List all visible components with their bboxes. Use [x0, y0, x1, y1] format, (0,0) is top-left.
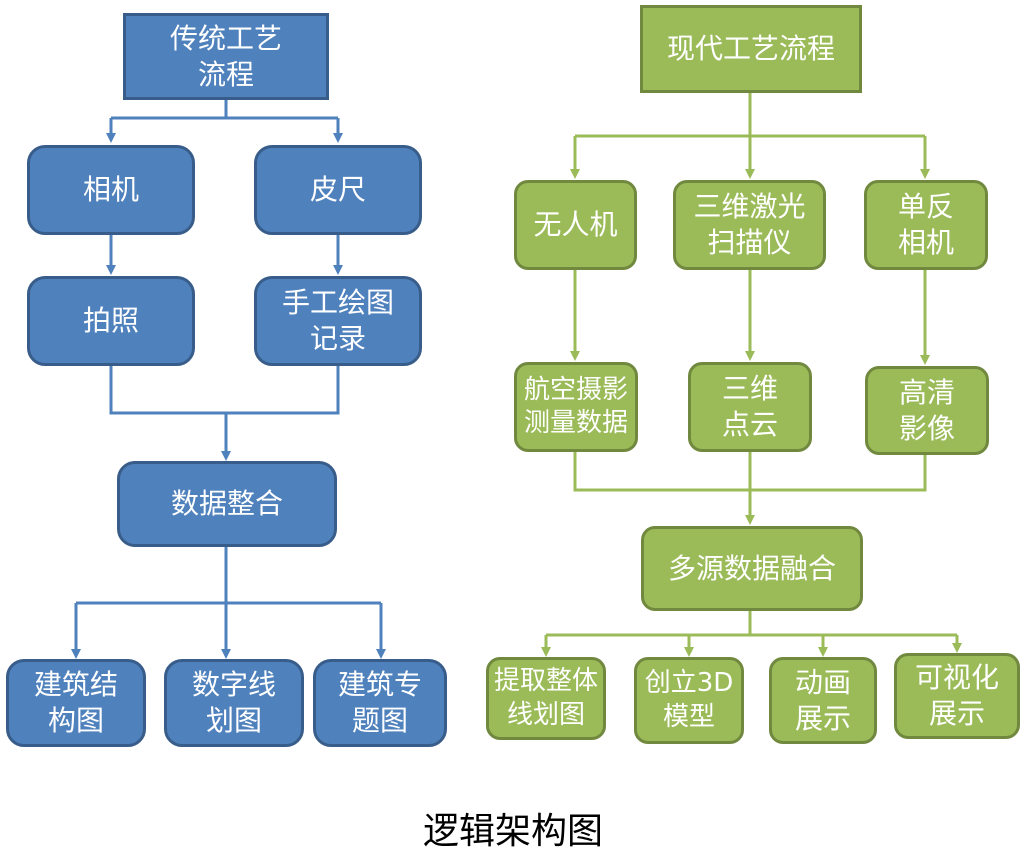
traditional-photo: 拍照: [27, 276, 195, 366]
traditional-tape: 皮尺: [254, 145, 422, 235]
modern-hd-image: 高清 影像: [865, 366, 989, 455]
modern-laser-scanner: 三维激光 扫描仪: [673, 180, 826, 270]
edge-integrate-split: [76, 547, 381, 605]
modern-fusion: 多源数据融合: [641, 526, 863, 611]
traditional-drawing: 手工绘图 记录: [254, 276, 422, 366]
modern-slr-camera: 单反 相机: [864, 180, 988, 270]
traditional-output-line-drawing: 数字线 划图: [164, 659, 304, 747]
modern-root: 现代工艺流程: [640, 5, 862, 93]
modern-drone: 无人机: [514, 180, 637, 270]
edge-merge: [109, 366, 340, 415]
modern-point-cloud: 三维 点云: [688, 362, 812, 452]
modern-output-3d-model: 创立3D 模型: [634, 657, 744, 744]
traditional-output-structure: 建筑结 构图: [6, 659, 146, 747]
traditional-integrate: 数据整合: [117, 461, 337, 547]
traditional-output-thematic: 建筑专 题图: [313, 659, 447, 747]
modern-output-visualization: 可视化 展示: [894, 653, 1020, 739]
modern-output-animation: 动画 展示: [769, 657, 877, 744]
traditional-root: 传统工艺 流程: [123, 13, 329, 100]
edge-root-split: [111, 100, 338, 120]
diagram-caption: 逻辑架构图: [422, 811, 603, 852]
edge-fusion-split: [546, 611, 957, 637]
modern-aerial-data: 航空摄影 测量数据: [514, 362, 638, 452]
traditional-camera: 相机: [27, 145, 195, 235]
edge-mroot-split: [575, 93, 925, 138]
modern-output-line-drawing: 提取整体 线划图: [486, 657, 606, 740]
